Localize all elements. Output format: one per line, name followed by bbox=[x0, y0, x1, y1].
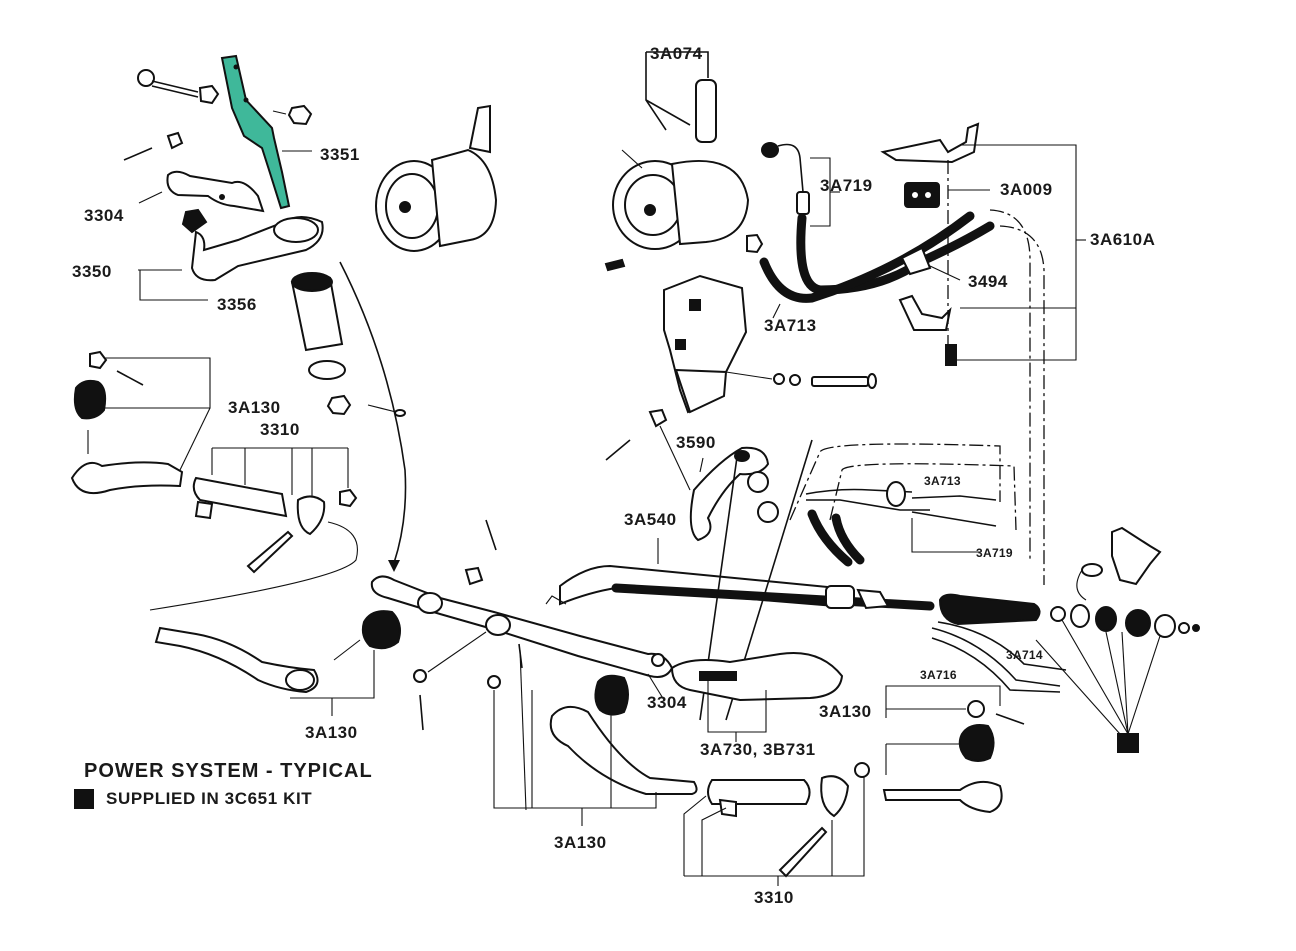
tie-rod-end-left bbox=[70, 430, 184, 494]
bracket-3A610A-top bbox=[880, 122, 980, 164]
insulator-3A009 bbox=[904, 182, 940, 208]
dust-boot-right bbox=[938, 593, 1200, 753]
pump-3A074 bbox=[612, 79, 750, 250]
clamp-left bbox=[246, 488, 358, 574]
mounting-bracket-right bbox=[1076, 526, 1162, 601]
cotter-pin-upper bbox=[123, 131, 184, 161]
tie-rod-end-lower-left bbox=[154, 626, 319, 694]
part-label-3310-left: 3310 bbox=[260, 420, 300, 439]
part-label-3A714: 3A714 bbox=[1006, 648, 1043, 662]
part-label-3590: 3590 bbox=[676, 433, 716, 452]
part-label-3A719-upper: 3A719 bbox=[820, 176, 873, 195]
part-label-3A713-upper: 3A713 bbox=[764, 316, 817, 335]
adjusting-sleeve-bottom bbox=[707, 762, 870, 878]
part-label-3A730-3B731: 3A730, 3B731 bbox=[700, 740, 816, 759]
tie-rod-end-right bbox=[882, 700, 1025, 814]
part-label-3A009: 3A009 bbox=[1000, 180, 1053, 199]
bushing-3356 bbox=[290, 272, 406, 417]
part-label-3356: 3356 bbox=[217, 295, 257, 314]
part-label-3304-center: 3304 bbox=[647, 693, 687, 712]
pitman-arm-3351-highlighted bbox=[220, 54, 291, 210]
pitman-arm-3590 bbox=[605, 408, 779, 542]
adjusting-sleeve-left bbox=[192, 476, 288, 520]
part-label-3494: 3494 bbox=[968, 272, 1008, 291]
return-lines-3A713 bbox=[789, 443, 1017, 567]
part-label-3A130-bottom: 3A130 bbox=[554, 833, 607, 852]
boot-left bbox=[73, 379, 107, 420]
bolt-upper-left bbox=[137, 69, 220, 105]
pressure-hose-3A719 bbox=[759, 142, 995, 303]
part-label-3310-bottom: 3310 bbox=[754, 888, 794, 907]
part-label-3A130-upper-left: 3A130 bbox=[228, 398, 281, 417]
pitman-arm-lower bbox=[487, 674, 698, 795]
part-label-3A540: 3A540 bbox=[624, 510, 677, 529]
diagram-title: POWER SYSTEM - TYPICAL bbox=[84, 760, 373, 782]
part-label-3304: 3304 bbox=[84, 206, 124, 225]
part-label-3A716: 3A716 bbox=[920, 668, 957, 682]
part-label-3351: 3351 bbox=[320, 145, 360, 164]
pump-assembly-left bbox=[375, 104, 498, 252]
part-label-3A713-lower: 3A713 bbox=[924, 474, 961, 488]
nut-left bbox=[89, 350, 144, 386]
legend-text: SUPPLIED IN 3C651 KIT bbox=[106, 789, 313, 808]
clamp-3494 bbox=[900, 246, 961, 281]
part-label-3350: 3350 bbox=[72, 262, 112, 281]
nut-3351 bbox=[272, 104, 313, 126]
legend: SUPPLIED IN 3C651 KIT bbox=[74, 789, 312, 809]
part-label-3A130-lower-left: 3A130 bbox=[305, 723, 358, 742]
control-valve-3A730 bbox=[670, 652, 844, 702]
boot-lower-left bbox=[333, 610, 401, 661]
part-label-3A074: 3A074 bbox=[650, 44, 703, 63]
ball-stud-3350 bbox=[181, 208, 324, 282]
part-label-3A719-lower: 3A719 bbox=[976, 546, 1013, 560]
part-label-3A610A: 3A610A bbox=[1090, 230, 1156, 249]
tubes-3A714-3A716 bbox=[931, 621, 1067, 693]
part-label-3A130-right: 3A130 bbox=[819, 702, 872, 721]
kit-square-icon bbox=[74, 789, 94, 809]
power-cylinder-3A540 bbox=[559, 564, 935, 611]
fitting-pump bbox=[604, 233, 764, 272]
control-valve-housing bbox=[663, 274, 748, 414]
idler-bracket-3304 bbox=[138, 170, 265, 213]
bolt-nut-right bbox=[725, 371, 877, 389]
